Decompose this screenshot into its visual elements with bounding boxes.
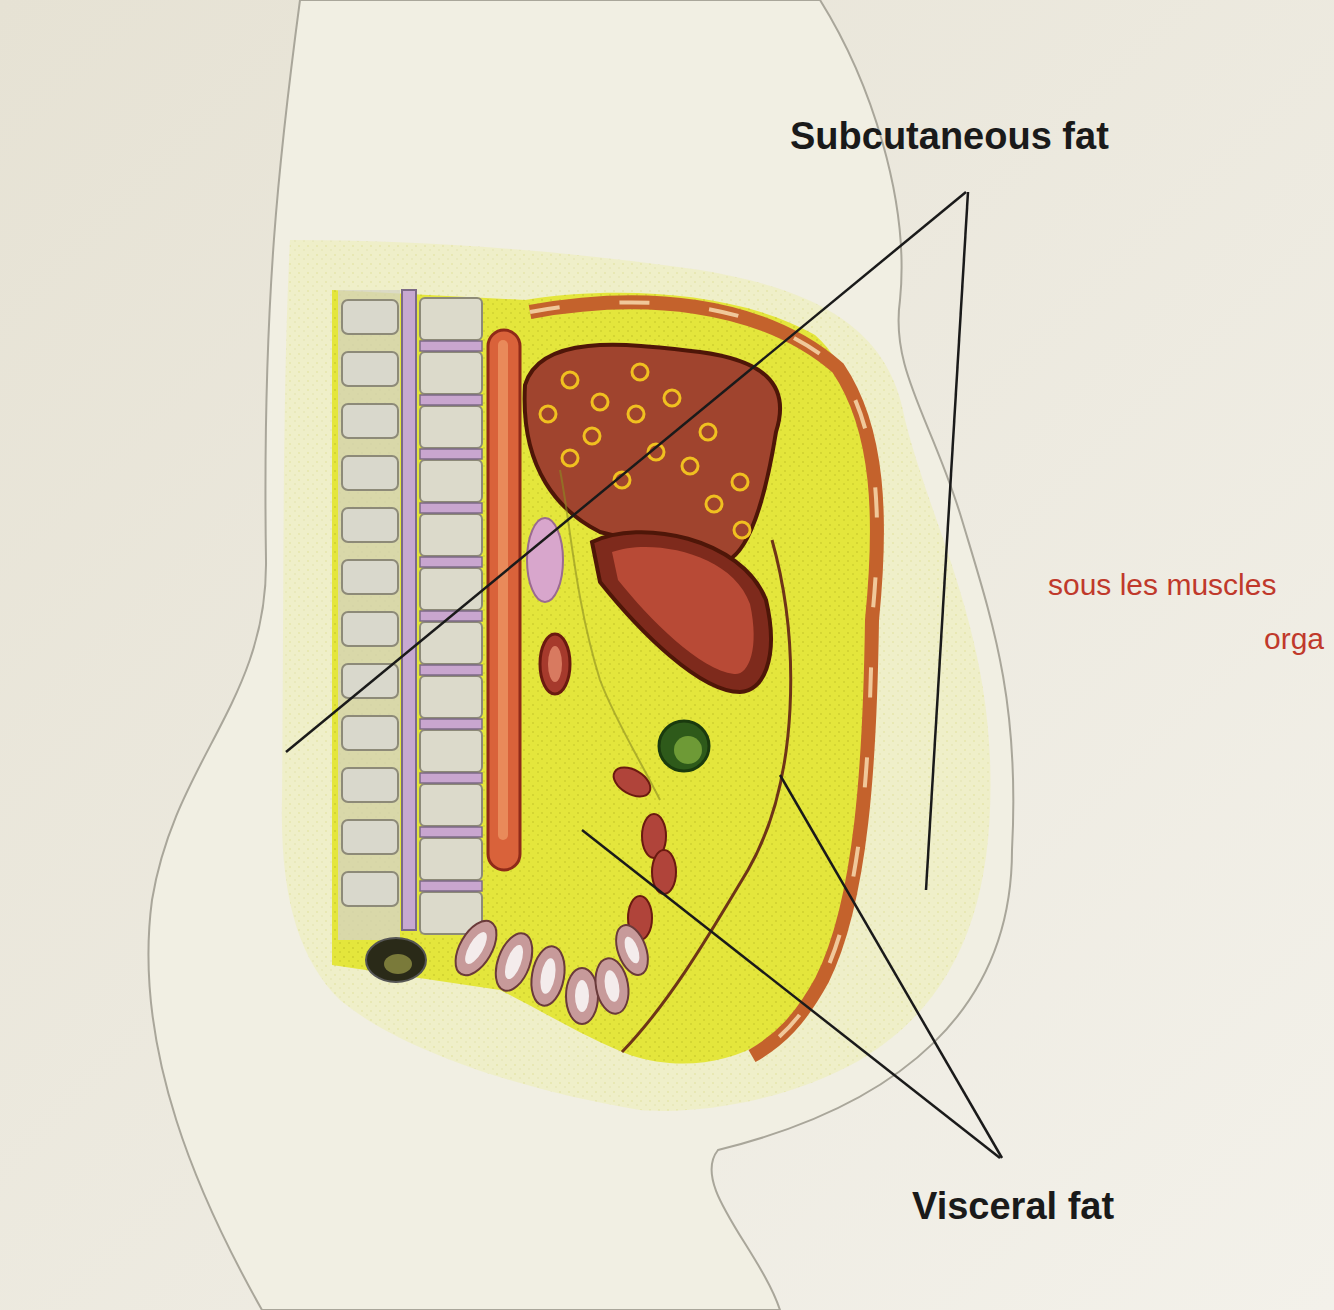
intestines — [447, 914, 654, 1024]
leader-lines — [286, 192, 1002, 1158]
liver-spots — [540, 364, 750, 538]
visceral-texture — [332, 290, 876, 1064]
rectum — [366, 938, 426, 982]
rectum-lumen — [384, 954, 412, 974]
vessel — [540, 634, 570, 694]
body-outline — [148, 0, 1013, 1310]
vessel-lumen — [548, 646, 562, 682]
subcutaneous-fat — [282, 240, 991, 1111]
visceral-fat — [332, 290, 876, 1064]
colon-section — [659, 721, 709, 771]
stomach-inner — [612, 547, 754, 674]
intestine-lumens — [461, 929, 642, 1012]
mesentery-line — [560, 470, 660, 800]
callout-label: Subcutaneous fat — [790, 116, 1109, 158]
kidney — [527, 518, 563, 602]
colon-lumen — [674, 736, 702, 764]
note-text: orga — [1264, 622, 1324, 655]
callout-label: Visceral fat — [912, 1186, 1114, 1228]
small-vessels — [609, 762, 676, 940]
stomach — [592, 532, 771, 692]
aorta — [488, 330, 520, 870]
spine — [338, 290, 482, 940]
aorta-highlight — [498, 340, 508, 840]
fat-texture — [282, 240, 991, 1111]
note-text: sous les muscles — [1048, 568, 1276, 601]
